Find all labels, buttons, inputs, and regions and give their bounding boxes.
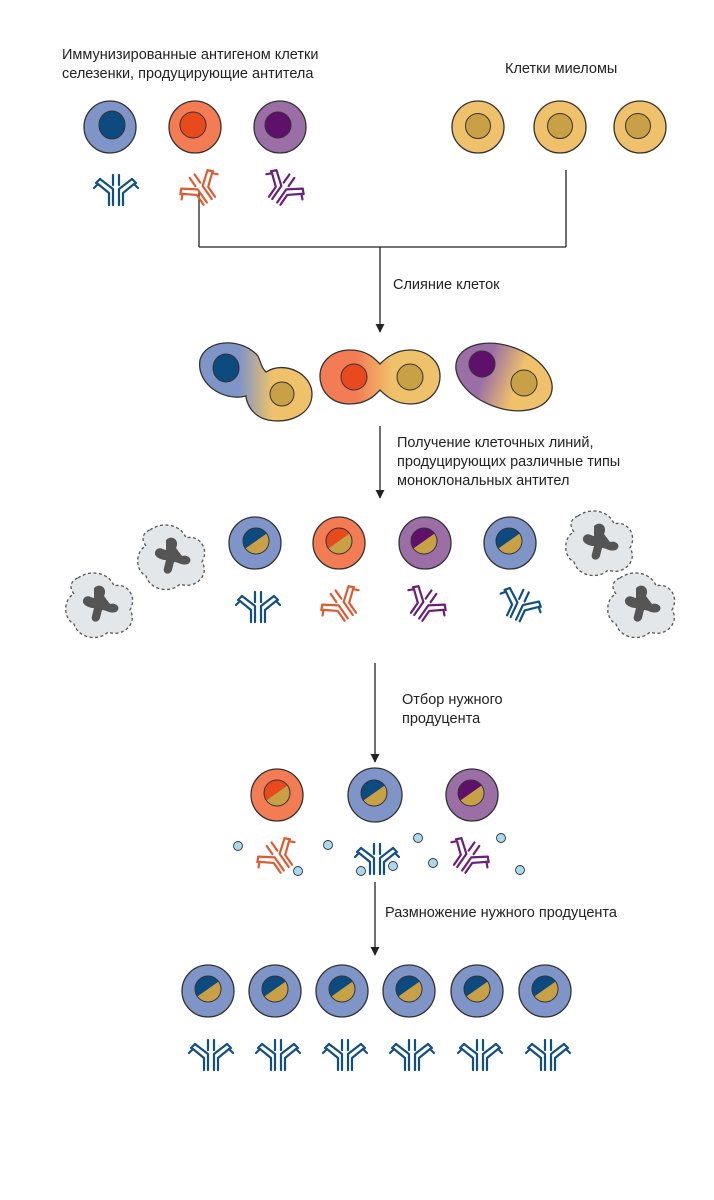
- myeloma-cell-2: [533, 100, 587, 154]
- hybridoma-cell-purple: [398, 516, 452, 570]
- expansion-cells: [181, 964, 572, 1018]
- label-selection-1: Отбор нужного: [402, 692, 503, 708]
- expansion-cell: [382, 964, 436, 1018]
- antibody-blue: [92, 173, 140, 207]
- antibody-blue: [254, 1038, 302, 1072]
- antibody-blue: [187, 1038, 235, 1072]
- antigen-dots: [233, 833, 525, 876]
- dead-cell-1: [137, 524, 206, 591]
- antibody-blue: [492, 580, 548, 629]
- expansion-cell: [518, 964, 572, 1018]
- antibody-purple: [397, 578, 454, 631]
- antibody-blue: [524, 1038, 572, 1072]
- hybridoma-cell-blue: [228, 516, 282, 570]
- selection-cell-purple: [445, 768, 499, 822]
- fused-cell-orange-myeloma: [319, 349, 441, 405]
- expansion-cell: [315, 964, 369, 1018]
- dead-cell-2: [65, 572, 134, 639]
- expansion-antibodies: [187, 1038, 572, 1072]
- label-expansion: Размножение нужного продуцента: [385, 905, 617, 921]
- antibody-blue: [388, 1038, 436, 1072]
- antibody-purple: [255, 162, 312, 215]
- selection-cell-blue: [347, 767, 403, 823]
- label-cell-lines-2: продуцирующих различные типы: [397, 454, 621, 470]
- fused-cell-purple-myeloma: [455, 342, 553, 412]
- label-spleen-cells-1: Иммунизированные антигеном клетки: [62, 47, 319, 63]
- antibody-orange: [313, 578, 370, 631]
- fused-cell-blue-myeloma: [199, 342, 313, 422]
- label-myeloma-cells: Клетки миеломы: [505, 61, 618, 77]
- expansion-cell: [248, 964, 302, 1018]
- hybridoma-cell-orange: [312, 516, 366, 570]
- dead-cell-4: [607, 572, 676, 639]
- expansion-cell: [450, 964, 504, 1018]
- spleen-cell-purple: [253, 100, 307, 154]
- label-cell-lines-3: моноклональных антител: [397, 473, 570, 489]
- antibody-blue: [234, 590, 282, 624]
- dead-cell-3: [565, 510, 634, 577]
- expansion-cell: [181, 964, 235, 1018]
- spleen-cell-blue: [83, 100, 137, 154]
- hybridoma-cell-blue-2: [483, 516, 537, 570]
- myeloma-cell-1: [451, 100, 505, 154]
- myeloma-cell-3: [613, 100, 667, 154]
- spleen-cell-orange: [168, 100, 222, 154]
- antibody-orange: [172, 162, 229, 215]
- antibody-blue: [321, 1038, 369, 1072]
- label-fusion: Слияние клеток: [393, 277, 500, 293]
- antibody-blue: [456, 1038, 504, 1072]
- antibody-purple: [440, 830, 497, 883]
- label-selection-2: продуцента: [402, 711, 481, 727]
- label-spleen-cells-2: селезенки, продуцирующие антитела: [62, 66, 314, 82]
- label-cell-lines-1: Получение клеточных линий,: [397, 435, 594, 451]
- selection-cell-orange: [250, 768, 304, 822]
